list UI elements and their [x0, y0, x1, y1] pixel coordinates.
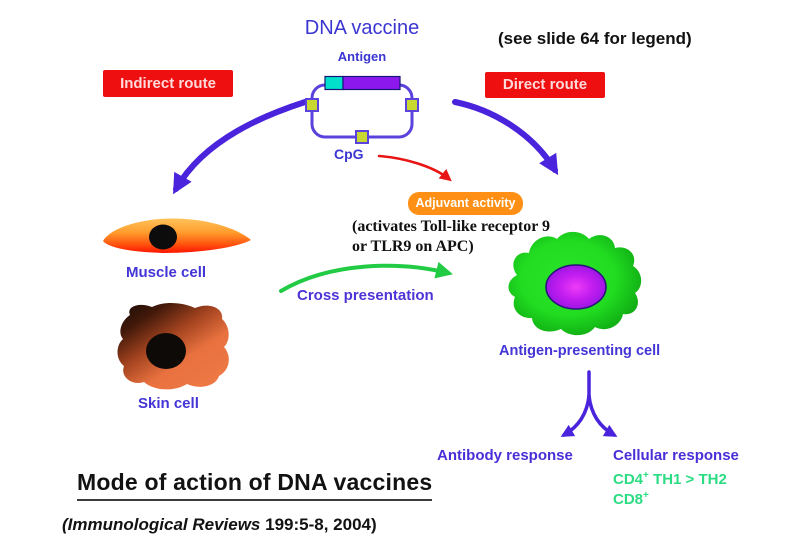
- tlr9-note-line1: (activates Toll-like receptor 9: [352, 218, 551, 235]
- indirect-route-box: Indirect route: [103, 70, 233, 97]
- antigen-insert-purple-segment: [342, 75, 401, 91]
- cross-presentation-label: Cross presentation: [297, 287, 434, 304]
- plasmid-marker-right: [405, 98, 419, 112]
- antigen-insert-cyan-segment: [324, 75, 344, 91]
- direct-route-box: Direct route: [485, 72, 605, 98]
- muscle-cell-shape: [103, 218, 251, 253]
- tlr9-note-line2: or TLR9 on APC): [352, 238, 474, 255]
- response-fork-arrows: [560, 370, 618, 437]
- plasmid-diagram: [305, 75, 419, 144]
- direct-route-arrow: [452, 99, 559, 176]
- fork-branch-right: [587, 394, 618, 437]
- dna-vaccine-title: DNA vaccine: [304, 17, 420, 39]
- skin-cell-label: Skin cell: [138, 395, 199, 412]
- cpg-label: CpG: [334, 146, 364, 162]
- adjuvant-activity-pill: Adjuvant activity: [408, 192, 523, 215]
- muscle-cell-body: [103, 218, 251, 253]
- cd8-response-line: CD8+: [613, 490, 649, 508]
- citation: (Immunological Reviews 199:5-8, 2004): [62, 515, 377, 535]
- skin-cell-nucleus: [146, 333, 186, 369]
- slide-heading: Mode of action of DNA vaccines: [77, 469, 433, 501]
- apc-label: Antigen-presenting cell: [499, 343, 661, 359]
- indirect-route-arrow: [173, 99, 308, 195]
- skin-cell-shape: [117, 302, 229, 390]
- plasmid-marker-left: [305, 98, 319, 112]
- muscle-cell-nucleus: [149, 224, 177, 250]
- plasmid-marker-bottom: [355, 130, 369, 144]
- antibody-response-label: Antibody response: [437, 447, 573, 464]
- muscle-cell-label: Muscle cell: [126, 264, 207, 281]
- cd4-response-line: CD4+ TH1 > TH2: [613, 470, 727, 488]
- cd8-plus-superscript: +: [643, 490, 649, 501]
- citation-journal-name: (Immunological Reviews: [62, 515, 261, 534]
- fork-branch-left: [560, 394, 591, 437]
- plasmid-backbone: [310, 83, 414, 139]
- cellular-response-label: Cellular response: [613, 447, 739, 464]
- legend-note: (see slide 64 for legend): [498, 29, 692, 48]
- apc-cell-nucleus: [545, 264, 607, 310]
- cd8-label: CD8: [613, 491, 644, 508]
- tlr9-note: (activates Toll-like receptor 9 or TLR9 …: [352, 217, 550, 257]
- antigen-label: Antigen: [337, 49, 387, 64]
- cpg-adjuvant-arrow: [377, 154, 452, 182]
- citation-volume-pages: 199:5-8, 2004): [260, 515, 377, 534]
- cross-presentation-arrow: [279, 261, 453, 293]
- cd4-plus-superscript: +: [643, 470, 649, 481]
- cd4-th-ratio: TH1 > TH2: [648, 471, 727, 488]
- apc-cell-shape: [508, 231, 642, 336]
- cd4-label: CD4: [613, 471, 644, 488]
